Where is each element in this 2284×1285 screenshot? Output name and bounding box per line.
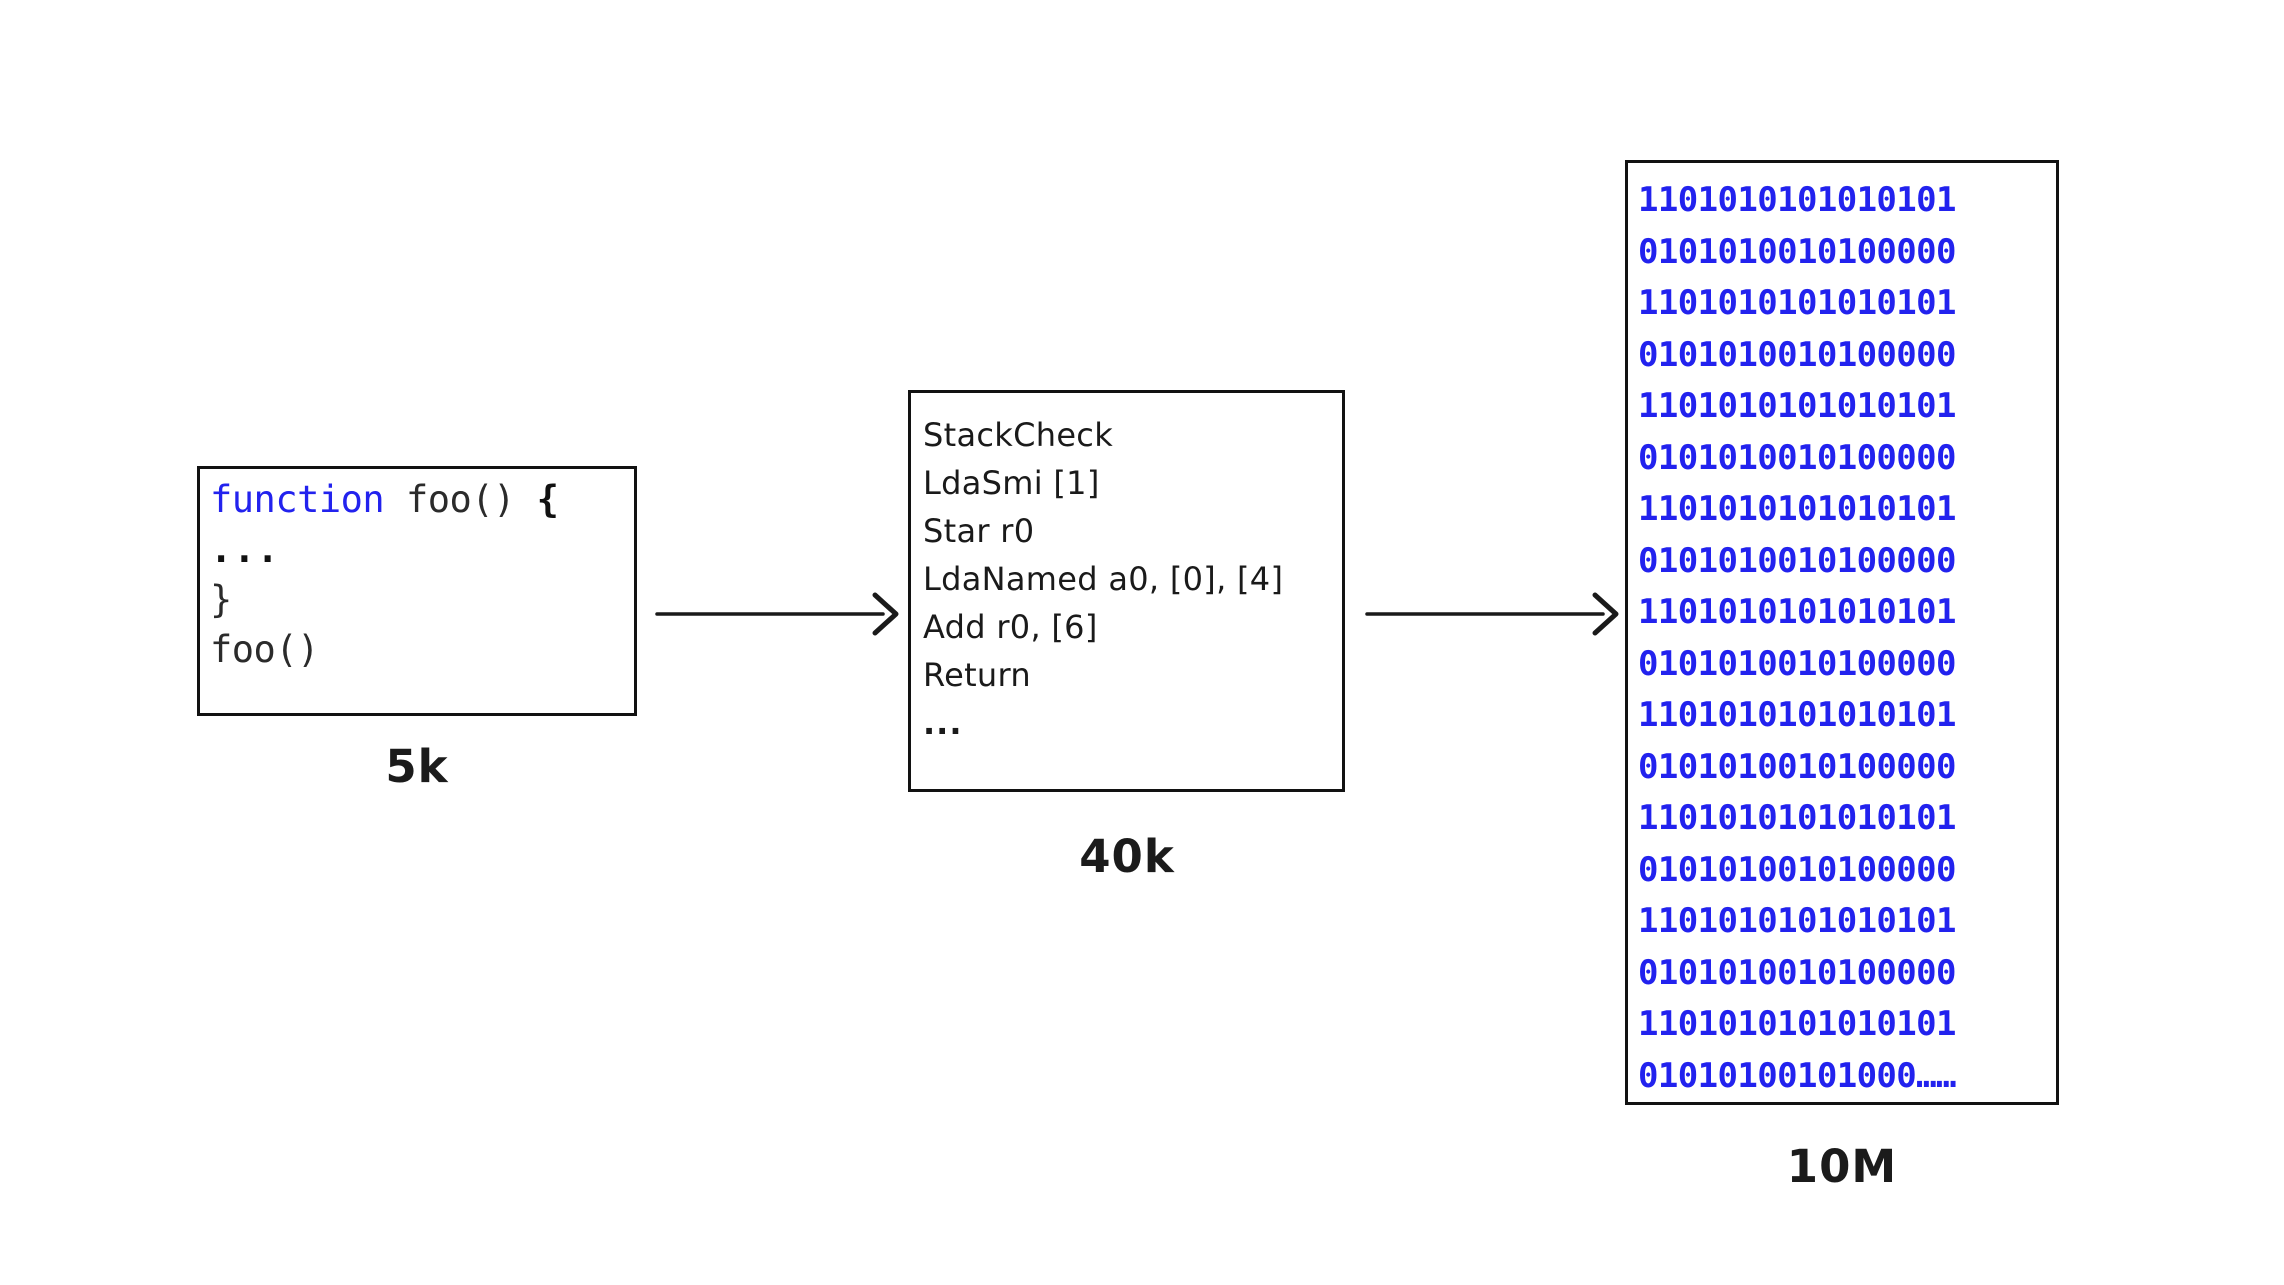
- binary-line: 0101010010100000: [1638, 643, 1957, 684]
- arrow-bytecode-to-binary-icon: [1365, 585, 1620, 645]
- bytecode-line-1: StackCheck: [923, 416, 1114, 454]
- bytecode-ellipsis: ...: [923, 704, 963, 742]
- bytecode-box: StackCheck LdaSmi [1] Star r0 LdaNamed a…: [908, 390, 1345, 792]
- binary-line: 0101010010100000: [1638, 746, 1957, 787]
- source-code-line-4: foo(): [210, 628, 319, 671]
- binary-line: 1101010101010101: [1638, 1004, 1957, 1044]
- source-code-box: function foo() { ... } foo(): [197, 466, 637, 716]
- binary-line: 1101010101010101: [1638, 386, 1957, 426]
- source-size-label: 5k: [385, 740, 449, 793]
- binary-line: 0101010010100000: [1638, 437, 1957, 478]
- bytecode-line-6: Return: [923, 656, 1031, 694]
- source-code-line-2: ...: [210, 528, 280, 571]
- binary-line: 1101010101010101: [1638, 901, 1957, 941]
- machine-code-size-label: 10M: [1786, 1140, 1898, 1193]
- binary-line: 1101010101010101: [1638, 695, 1957, 735]
- binary-line: 0101010010100000: [1638, 540, 1957, 581]
- binary-line: 1101010101010101: [1638, 180, 1957, 220]
- source-code-line-1: function foo() {: [210, 475, 634, 525]
- binary-line: 0101010010100000: [1638, 231, 1957, 272]
- binary-line: 1101010101010101: [1638, 592, 1957, 632]
- binary-line: 0101010010100000: [1638, 334, 1957, 375]
- bytecode-line-3: Star r0: [923, 512, 1035, 550]
- bytecode-line-5: Add r0, [6]: [923, 608, 1098, 646]
- binary-line: 0101010010100000: [1638, 952, 1957, 993]
- arrow-source-to-bytecode-icon: [655, 585, 900, 645]
- machine-code-box: 1101010101010101 0101010010100000 110101…: [1625, 160, 2059, 1105]
- keyword-function: function: [210, 478, 385, 521]
- binary-line: 0101010010100000: [1638, 849, 1957, 890]
- source-code-line-3: }: [210, 578, 232, 621]
- binary-line: 1101010101010101: [1638, 798, 1957, 838]
- function-signature: foo(): [384, 478, 537, 521]
- binary-line: 1101010101010101: [1638, 489, 1957, 529]
- binary-line: 1101010101010101: [1638, 283, 1957, 323]
- bytecode-line-4: LdaNamed a0, [0], [4]: [923, 560, 1284, 598]
- bytecode-line-2: LdaSmi [1]: [923, 464, 1100, 502]
- binary-line: 01010100101000……: [1638, 1055, 1957, 1096]
- bytecode-size-label: 40k: [1079, 830, 1175, 883]
- open-brace: {: [536, 478, 559, 521]
